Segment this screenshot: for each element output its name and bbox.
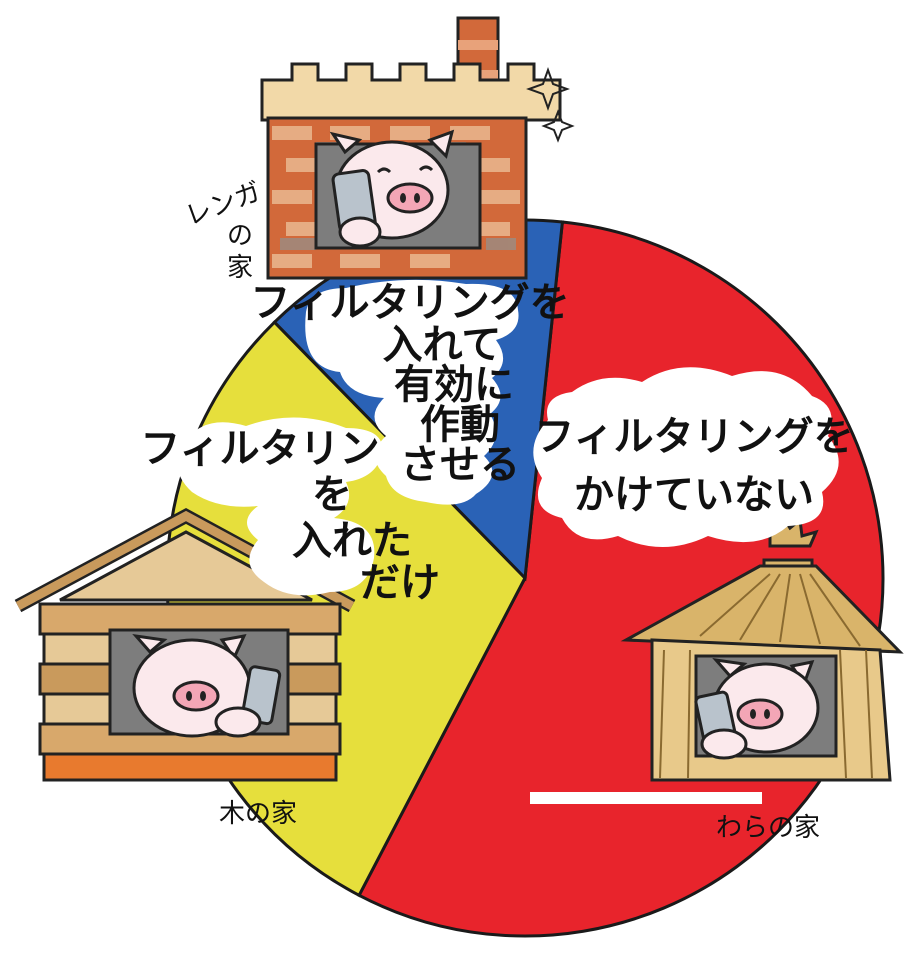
- pig-character: [329, 129, 455, 248]
- caption-straw-house: わらの家: [716, 813, 820, 843]
- slice-label-line: 入れて: [383, 322, 502, 368]
- slice-label-straw: フィルタリングを かけていない: [533, 367, 854, 547]
- slice-label-line: 有効に: [394, 362, 514, 408]
- slice-label-line: フィルタリング: [140, 426, 419, 472]
- brick-house-illustration: [260, 16, 575, 280]
- wood-house-illustration: [14, 508, 356, 782]
- slice-label-line: フィルタリングを: [534, 414, 853, 460]
- pig-character: [694, 657, 820, 760]
- slice-label-line: させる: [400, 442, 520, 488]
- caption-brick-line: 家: [227, 253, 253, 283]
- slice-label-line: を: [312, 472, 352, 518]
- pig-character: [132, 633, 282, 738]
- slice-label-line: 作動: [420, 402, 500, 448]
- straw-house-illustration: [530, 512, 904, 804]
- caption-brick-house: レンガ の 家: [181, 177, 265, 283]
- slice-label-brick: フィルタリングを 入れて 有効に 作動 させる: [250, 279, 570, 505]
- slice-label-line: かけていない: [574, 472, 814, 518]
- slice-label-line: フィルタリングを: [250, 280, 569, 326]
- slice-label-line: だけ: [360, 560, 440, 606]
- slice-label-wood: フィルタリング を 入れた だけ: [140, 417, 440, 606]
- slice-label-line: 入れた: [292, 518, 412, 564]
- caption-wood-house: 木の家: [219, 799, 297, 829]
- caption-brick-line: の: [227, 221, 253, 251]
